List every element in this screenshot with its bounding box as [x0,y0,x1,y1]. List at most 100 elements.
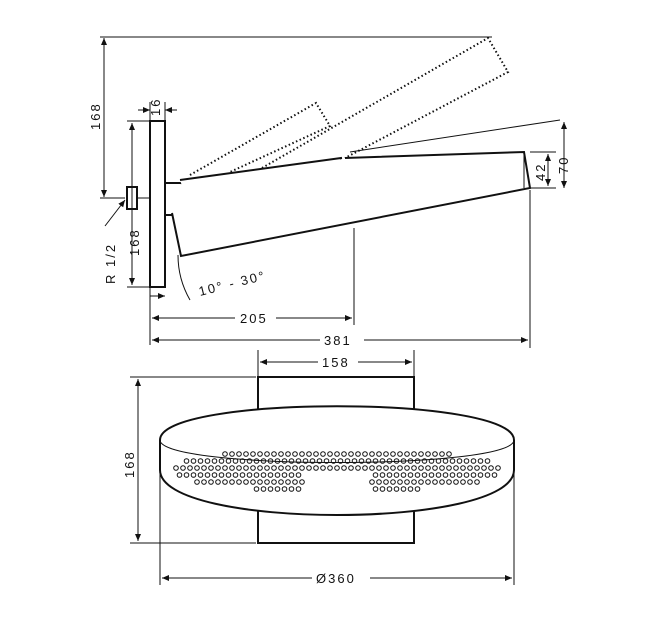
wall-plate [149,120,166,288]
nozzle [190,472,197,478]
nozzle [414,486,421,492]
nozzle [348,465,354,471]
dim-16-label: 16 [148,98,163,116]
nozzle [421,458,428,464]
nozzle [495,465,501,471]
nozzle [397,465,403,471]
nozzle [386,458,393,464]
nozzle [432,479,438,485]
nozzle [299,479,305,485]
nozzle [267,458,274,464]
nozzle [491,472,498,478]
nozzle [180,465,186,471]
nozzle [432,451,438,457]
nozzle [407,458,414,464]
nozzle [404,451,410,457]
nozzle [285,465,291,471]
nozzle [418,451,424,457]
nozzle [194,465,200,471]
nozzle [211,472,218,478]
nozzle [386,472,393,478]
nozzle [351,458,358,464]
nozzle [243,451,249,457]
nozzle [481,465,487,471]
nozzle [264,451,270,457]
dim-381-label: 381 [324,333,352,348]
ext-70-top [349,119,561,153]
nozzle [218,458,225,464]
nozzle [204,472,211,478]
nozzle [407,486,414,492]
nozzle [330,458,337,464]
nozzle [253,486,260,492]
nozzle [344,458,351,464]
nozzle [267,472,274,478]
nozzle [264,479,270,485]
nozzle [435,472,442,478]
nozzle [260,486,267,492]
nozzle [369,451,375,457]
nozzle [442,458,449,464]
nozzle [250,479,256,485]
thread-leader [104,199,126,227]
nozzle [435,458,442,464]
nozzle [425,479,431,485]
nozzle [190,458,197,464]
nozzle [197,458,204,464]
nozzle [246,458,253,464]
nozzle [194,479,200,485]
nozzle-pattern [173,451,501,492]
nozzle [446,465,452,471]
nozzle [432,465,438,471]
nozzle [288,472,295,478]
nozzle [393,472,400,478]
nozzle [257,451,263,457]
nozzle [477,458,484,464]
nozzle [386,486,393,492]
nozzle [313,465,319,471]
nozzle [232,472,239,478]
nozzle [348,451,354,457]
nozzle [260,472,267,478]
angle-label: 10° - 30° [197,268,267,299]
nozzle [257,465,263,471]
nozzle [372,486,379,492]
dim-top-168-label: 168 [88,102,103,130]
nozzle [320,451,326,457]
nozzle [404,479,410,485]
nozzle [449,472,456,478]
nozzle [320,465,326,471]
nozzle [292,465,298,471]
dim-158-label: 158 [322,355,350,370]
nozzle [222,451,228,457]
nozzle [229,465,235,471]
nozzle [334,465,340,471]
nozzle [400,486,407,492]
nozzle [477,472,484,478]
nozzle [404,465,410,471]
shower-head-front [159,405,515,516]
angle-arc [177,254,191,301]
nozzle [222,479,228,485]
nozzle [292,479,298,485]
nozzle [414,458,421,464]
nozzle [306,465,312,471]
nozzle [376,451,382,457]
nozzle [295,486,302,492]
nozzle [355,451,361,457]
nozzle [379,458,386,464]
nozzle [383,451,389,457]
nozzle [439,479,445,485]
nozzle [243,479,249,485]
nozzle [278,479,284,485]
nozzle [285,479,291,485]
nozzle [281,486,288,492]
nozzle [379,486,386,492]
nozzle [383,479,389,485]
nozzle [376,465,382,471]
nozzle [225,472,232,478]
nozzle [474,465,480,471]
nozzle [393,458,400,464]
nozzle [442,472,449,478]
nozzle [379,472,386,478]
